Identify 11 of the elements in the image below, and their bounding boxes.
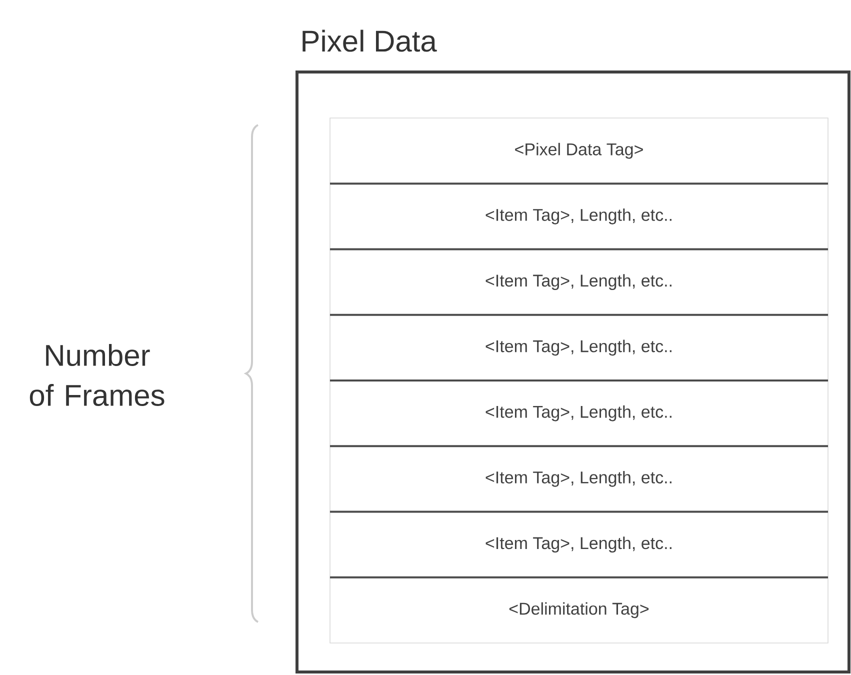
table-row: <Item Tag>, Length, etc.. (330, 248, 828, 316)
table-row: <Item Tag>, Length, etc.. (330, 511, 828, 578)
table-row: <Item Tag>, Length, etc.. (330, 446, 828, 512)
table-row: <Pixel Data Tag> (330, 118, 828, 184)
table-row: <Delimitation Tag> (330, 577, 828, 644)
table-row: <Item Tag>, Length, etc.. (330, 314, 828, 381)
box-heading: Pixel Data (302, 30, 437, 52)
table-row: <Item Tag>, Length, etc.. (330, 183, 828, 250)
table-row: <Item Tag>, Length, etc.. (330, 380, 828, 446)
frame-box (296, 70, 850, 674)
side-label: Number of Frames (30, 344, 164, 406)
